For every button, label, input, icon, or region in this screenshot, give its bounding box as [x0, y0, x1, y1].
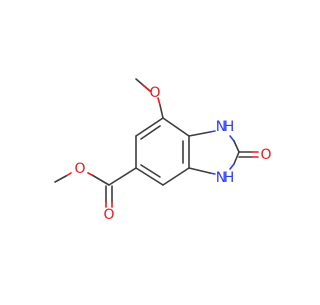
bond-c7a-n1-blue: [209, 130, 216, 133]
atom-label-n-bottom: N: [216, 170, 226, 186]
bond-n3-c3a: [188, 167, 211, 174]
atom-label-nh-top: H: [224, 119, 235, 135]
bond-n1-c2-blue: [229, 135, 235, 142]
atom-label-nh-bottom: H: [224, 170, 235, 186]
atom-label-methoxy-o: O: [149, 85, 160, 101]
bond-osingle-methyl-red: [65, 172, 72, 177]
atom-label-n-top: N: [216, 119, 226, 135]
bond-cester-osingle: [91, 174, 110, 186]
atom-label-ester-o-single: O: [74, 161, 85, 177]
bond-n3-c3a-blue: [209, 172, 216, 175]
bond-c5-cester: [108, 167, 137, 186]
bond-cester-osingle-red: [87, 172, 93, 176]
bond-c5-c4: [135, 167, 164, 186]
bond-c7-c6: [135, 117, 164, 137]
bond-c7a-n1: [188, 131, 211, 137]
bond-c4-c3a: [162, 167, 190, 186]
bond-o-c7-red: [157, 97, 161, 106]
atom-label-ester-o-double: O: [103, 207, 114, 223]
bond-o-c7: [159, 104, 164, 119]
bond-c2-n3-blue: [229, 163, 235, 170]
bond-methyl-o-red: [142, 84, 151, 92]
bond-c7a-c7: [162, 117, 190, 137]
bond-c7-c6-double: [140, 125, 161, 140]
structure-svg: O H N O N H O O: [54, 78, 272, 223]
bond-n1-c2: [233, 140, 240, 153]
molecule-diagram: O H N O N H O O: [54, 78, 272, 223]
bond-c2-n3: [233, 151, 240, 165]
bond-c5-c4-double: [140, 164, 161, 178]
atom-label-carbonyl-o: O: [260, 147, 271, 163]
bond-osingle-methyl: [54, 175, 67, 183]
